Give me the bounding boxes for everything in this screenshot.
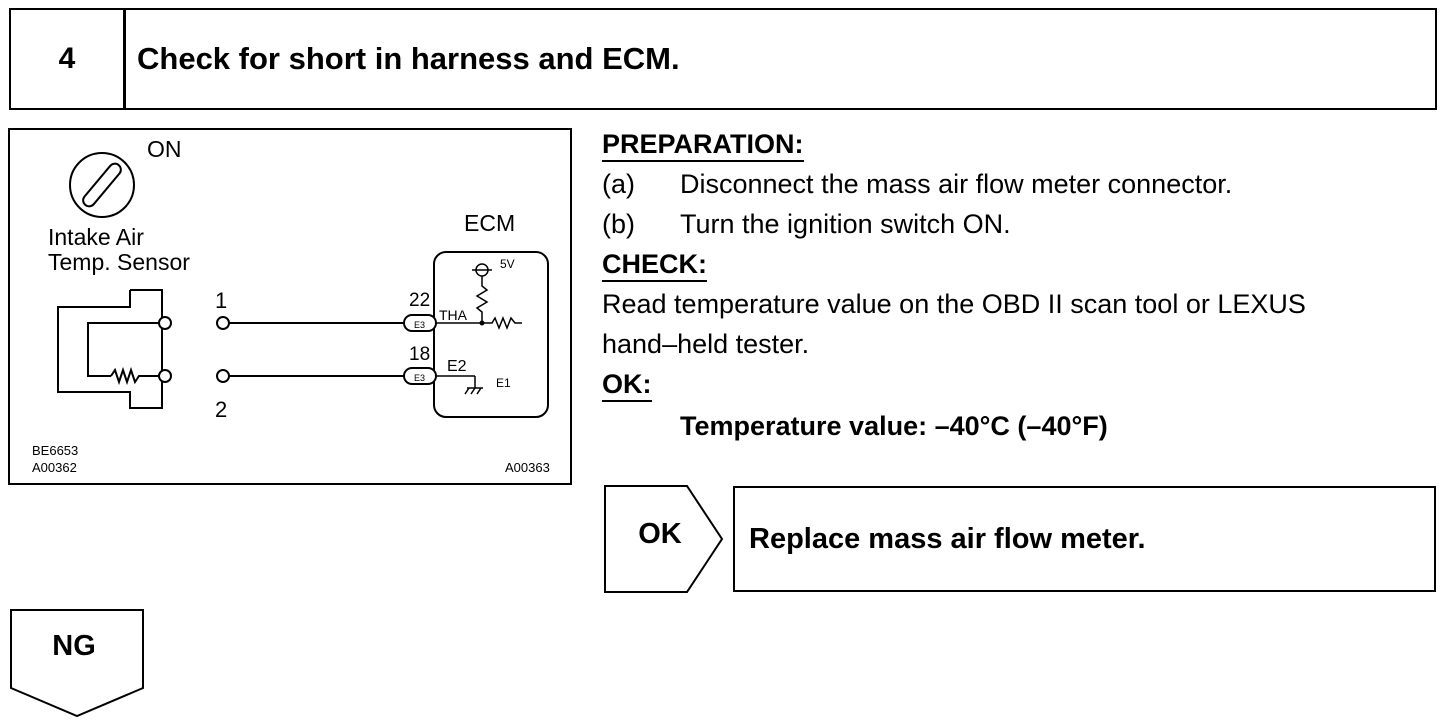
pin-1-label: 1 (215, 288, 227, 313)
sensor-connector (57, 289, 163, 409)
ground-icon (464, 387, 483, 395)
ng-arrow-box (10, 609, 144, 718)
sensor-terminal-1 (158, 316, 172, 330)
switch-label: ON (147, 136, 182, 162)
signal-e2: E2 (447, 358, 467, 375)
ecm-box (433, 251, 549, 418)
diagram-code-3: A00363 (505, 460, 550, 475)
instructions: PREPARATION: (a) Disconnect the mass air… (602, 124, 1432, 446)
check-text-line2: hand–held tester. (602, 329, 810, 359)
ecm-connector-1-label: E3 (414, 320, 425, 330)
diagram-code-1: BE6653 (32, 443, 78, 458)
pin-2-label: 2 (215, 397, 227, 422)
ecm-pin-18: 18 (409, 344, 430, 365)
harness-terminal-2 (216, 369, 230, 383)
ok-action-text: Replace mass air flow meter. (749, 522, 1146, 555)
ok-result-label: OK (638, 518, 682, 550)
ok-heading: OK: (602, 368, 652, 402)
prep-item: (b) Turn the ignition switch ON. (602, 204, 1432, 244)
prep-item-label: (a) (602, 169, 635, 199)
supply-label: 5V (500, 257, 515, 271)
wiring-diagram: ON Intake Air Temp. Sensor 1 2 ECM E3 E3… (8, 128, 572, 485)
spec-value: Temperature value: –40°C (–40°F) (680, 411, 1108, 441)
ecm-label: ECM (464, 210, 515, 236)
ok-arrow-box (604, 485, 724, 593)
ignition-switch-icon (69, 152, 135, 218)
signal-tha: THA (439, 307, 468, 323)
ng-result-label: NG (52, 630, 96, 662)
prep-item-label: (b) (602, 209, 635, 239)
check-heading: CHECK: (602, 248, 707, 282)
ecm-pin-22: 22 (409, 290, 430, 311)
sensor-terminal-2 (158, 369, 172, 383)
step-header: 4 Check for short in harness and ECM. (9, 8, 1437, 110)
prep-item-text: Disconnect the mass air flow meter conne… (680, 169, 1233, 199)
signal-e1: E1 (496, 376, 511, 390)
step-title: Check for short in harness and ECM. (137, 41, 680, 76)
supply-5v-icon (472, 263, 492, 278)
prep-item: (a) Disconnect the mass air flow meter c… (602, 164, 1432, 204)
ok-action-box: Replace mass air flow meter. (733, 486, 1436, 592)
ecm-connector-2-label: E3 (414, 373, 425, 383)
check-text-line1: Read temperature value on the OBD II sca… (602, 289, 1306, 319)
step-number: 4 (11, 10, 126, 108)
preparation-heading: PREPARATION: (602, 128, 804, 162)
sensor-label-line1: Intake Air (48, 224, 144, 250)
prep-item-text: Turn the ignition switch ON. (680, 209, 1011, 239)
sensor-label-line2: Temp. Sensor (48, 249, 190, 275)
diagram-code-2: A00362 (32, 460, 77, 475)
harness-terminal-1 (216, 316, 230, 330)
